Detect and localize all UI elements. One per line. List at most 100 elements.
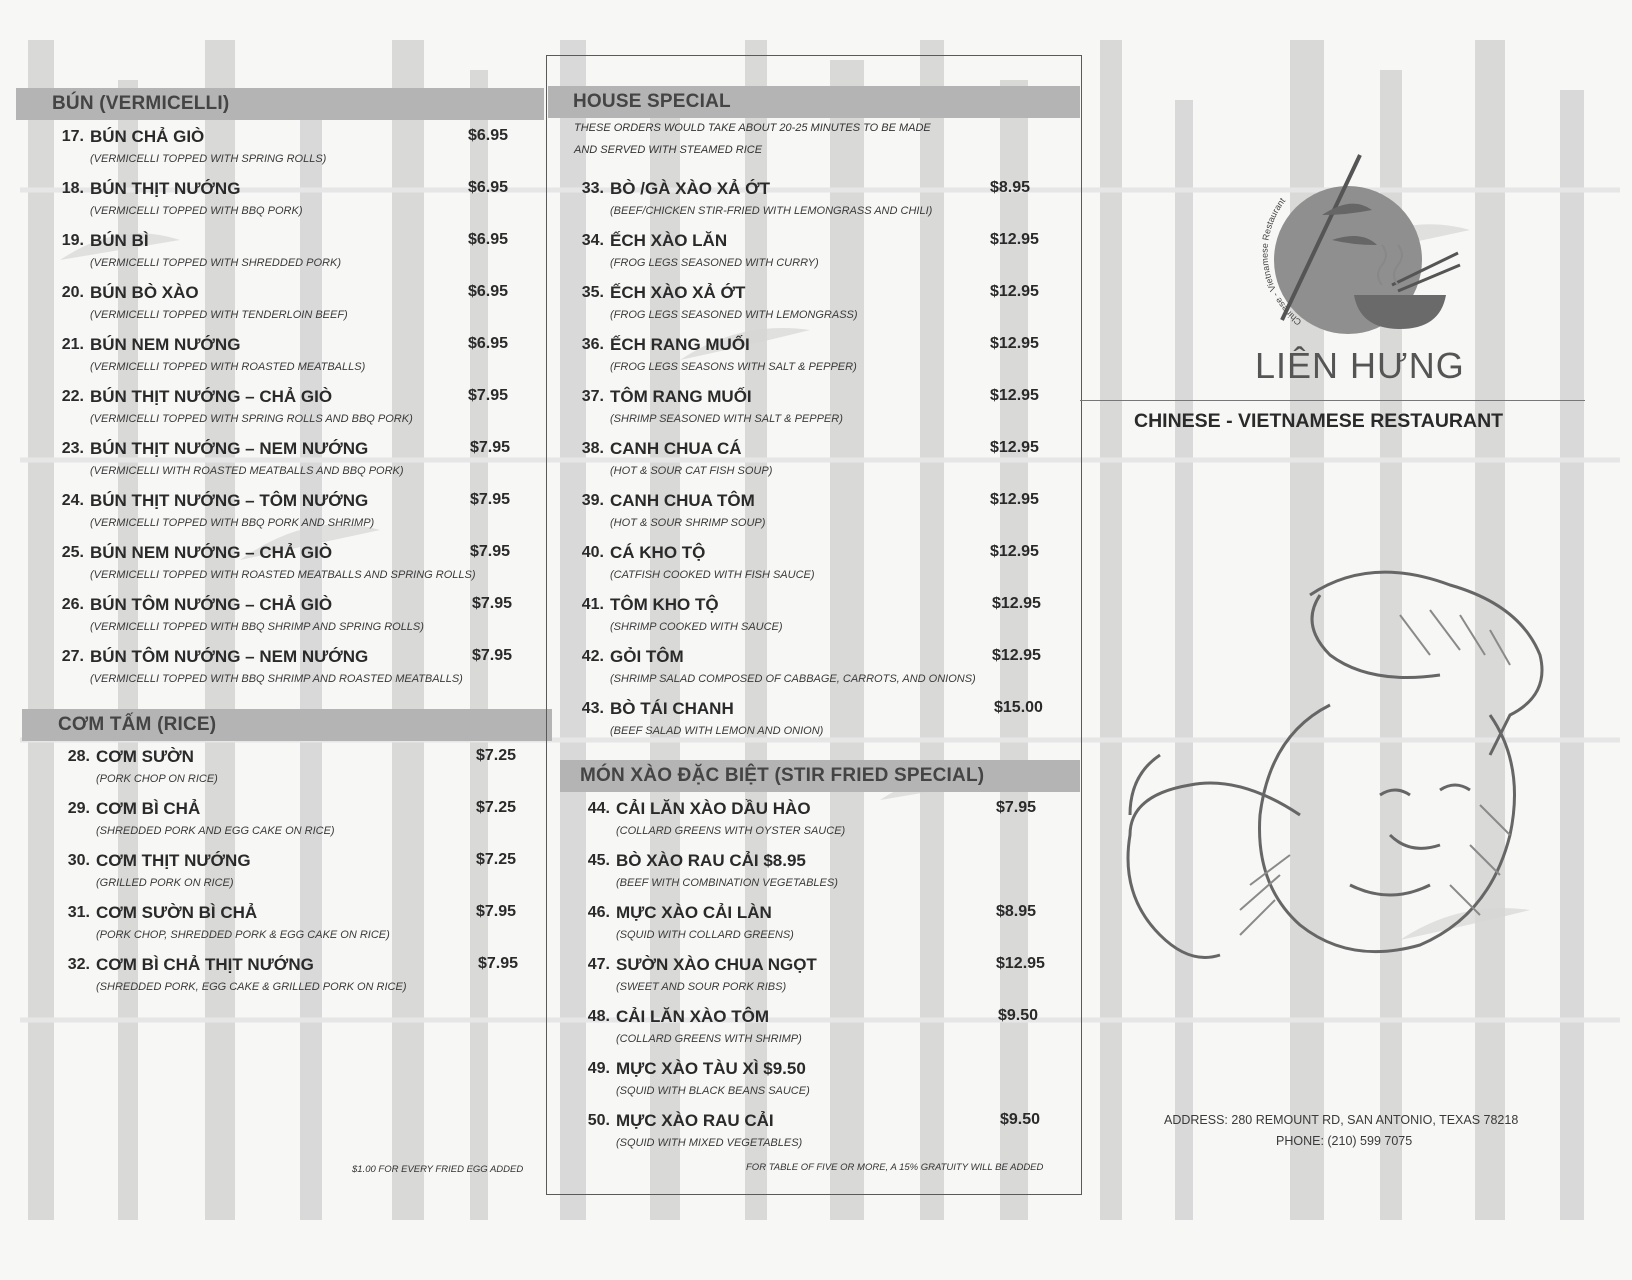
item-price: $6.95 — [468, 231, 509, 248]
item-description: (SHREDDED PORK AND EGG CAKE ON RICE) — [96, 825, 335, 837]
item-number: 19. — [61, 232, 84, 249]
item-name: BÚN THỊT NƯỚNG – TÔM NƯỚNG — [90, 491, 369, 510]
item-number: 27. — [61, 648, 84, 665]
menu-item: 44. CẢI LĂN XÀO DẦU HÀO (COLLARD GREENS … — [576, 799, 1076, 852]
item-number: 29. — [67, 800, 90, 817]
item-number: 39. — [581, 492, 604, 509]
menu-item: 36. ẾCH RANG MUỐI (FROG LEGS SEASONS WIT… — [570, 335, 1070, 388]
item-name: MỰC XÀO TÀU XÌ $9.50 — [616, 1059, 806, 1078]
item-number: 18. — [61, 180, 84, 197]
item-price: $12.95 — [990, 283, 1039, 300]
rice-bowl-icon — [1354, 251, 1461, 329]
item-name: CƠM BÌ CHẢ THỊT NƯỚNG — [96, 955, 314, 974]
item-name: CƠM THỊT NƯỚNG — [96, 851, 251, 870]
menu-item: 38. CANH CHUA CÁ (HOT & SOUR CAT FISH SO… — [570, 439, 1070, 492]
stir-fried-menu-list: 44. CẢI LĂN XÀO DẦU HÀO (COLLARD GREENS … — [576, 799, 1076, 1170]
menu-item: 21. BÚN NEM NƯỚNG (VERMICELLI TOPPED WIT… — [50, 335, 520, 388]
item-number: 49. — [587, 1060, 610, 1077]
item-number: 35. — [581, 284, 604, 301]
item-number: 31. — [67, 904, 90, 921]
item-description: (VERMICELLI TOPPED WITH BBQ SHRIMP AND R… — [90, 673, 463, 685]
com-tam-menu-list: 28. CƠM SƯỜN (PORK CHOP ON RICE) $7.25 2… — [56, 747, 526, 1018]
item-number: 38. — [581, 440, 604, 457]
item-description: (BEEF WITH COMBINATION VEGETABLES) — [616, 877, 838, 889]
item-name: MỰC XÀO RAU CẢI — [616, 1111, 774, 1130]
menu-item: 34. ẾCH XÀO LĂN (FROG LEGS SEASONED WITH… — [570, 231, 1070, 284]
item-price: $6.95 — [468, 283, 509, 300]
item-description: (CATFISH COOKED WITH FISH SAUCE) — [610, 569, 815, 581]
menu-item: 29. CƠM BÌ CHẢ (SHREDDED PORK AND EGG CA… — [56, 799, 526, 852]
item-description: (SHRIMP SEASONED WITH SALT & PEPPER) — [610, 413, 843, 425]
item-name: CÁ KHO TỘ — [610, 543, 706, 562]
item-price: $7.95 — [476, 903, 517, 920]
menu-item: 42. GỎI TÔM (SHRIMP SALAD COMPOSED OF CA… — [570, 647, 1070, 700]
item-name: BÒ /GÀ XÀO XẢ ỚT — [610, 179, 770, 198]
item-number: 37. — [581, 388, 604, 405]
item-name: ẾCH RANG MUỐI — [610, 335, 750, 354]
item-price: $7.95 — [470, 543, 511, 560]
item-price: $6.95 — [468, 179, 509, 196]
steam-icon — [1377, 244, 1403, 286]
item-number: 34. — [581, 232, 604, 249]
item-price: $7.95 — [478, 955, 519, 972]
item-description: (VERMICELLI TOPPED WITH BBQ PORK AND SHR… — [90, 517, 375, 529]
section-header-house-special: HOUSE SPECIAL — [548, 86, 1080, 118]
menu-item: 39. CANH CHUA TÔM (HOT & SOUR SHRIMP SOU… — [570, 491, 1070, 544]
menu-item: 28. CƠM SƯỜN (PORK CHOP ON RICE) $7.25 — [56, 747, 526, 800]
item-number: 22. — [61, 388, 84, 405]
item-price: $12.95 — [990, 335, 1039, 352]
bamboo-stalk-icon — [1280, 154, 1362, 321]
item-name: BÒ XÀO RAU CẢI $8.95 — [616, 851, 806, 870]
menu-item: 25. BÚN NEM NƯỚNG – CHẢ GIÒ (VERMICELLI … — [50, 543, 520, 596]
menu-item: 23. BÚN THỊT NƯỚNG – NEM NƯỚNG (VERMICEL… — [50, 439, 520, 492]
item-number: 17. — [61, 128, 84, 145]
item-description: (FROG LEGS SEASONED WITH LEMONGRASS) — [610, 309, 858, 321]
menu-item: 32. CƠM BÌ CHẢ THỊT NƯỚNG (SHREDDED PORK… — [56, 955, 526, 1008]
item-price: $12.95 — [992, 595, 1041, 612]
restaurant-phone: PHONE: (210) 599 7075 — [1276, 1134, 1413, 1148]
intro-line: THESE ORDERS WOULD TAKE ABOUT 20-25 MINU… — [574, 122, 931, 134]
menu-item: 45. BÒ XÀO RAU CẢI $8.95 (BEEF WITH COMB… — [576, 851, 1076, 904]
item-name: BÚN TÔM NƯỚNG – NEM NƯỚNG — [90, 647, 369, 666]
item-name: BÒ TÁI CHANH — [610, 699, 734, 718]
item-price: $12.95 — [990, 491, 1039, 508]
item-description: (VERMICELLI TOPPED WITH SHREDDED PORK) — [90, 257, 341, 269]
item-number: 46. — [587, 904, 610, 921]
item-name: CANH CHUA TÔM — [610, 491, 755, 510]
item-number: 23. — [61, 440, 84, 457]
item-name: CƠM SƯỜN BÌ CHẢ — [96, 903, 258, 922]
house-special-intro: THESE ORDERS WOULD TAKE ABOUT 20-25 MINU… — [574, 117, 1074, 161]
section-header-bun: BÚN (VERMICELLI) — [16, 88, 544, 120]
item-number: 26. — [61, 596, 84, 613]
item-price: $7.25 — [476, 747, 517, 764]
item-description: (COLLARD GREENS WITH SHRIMP) — [616, 1033, 802, 1045]
menu-item: 26. BÚN TÔM NƯỚNG – CHẢ GIÒ (VERMICELLI … — [50, 595, 520, 648]
menu-item: 20. BÚN BÒ XÀO (VERMICELLI TOPPED WITH T… — [50, 283, 520, 336]
menu-item: 22. BÚN THỊT NƯỚNG – CHẢ GIÒ (VERMICELLI… — [50, 387, 520, 440]
item-number: 47. — [587, 956, 610, 973]
item-description: (HOT & SOUR CAT FISH SOUP) — [610, 465, 773, 477]
item-price: $15.00 — [994, 699, 1043, 716]
item-description: (SQUID WITH MIXED VEGETABLES) — [616, 1137, 803, 1149]
item-description: (VERMICELLI TOPPED WITH SPRING ROLLS) — [90, 153, 327, 165]
item-description: (FROG LEGS SEASONS WITH SALT & PEPPER) — [610, 361, 857, 373]
menu-item: 27. BÚN TÔM NƯỚNG – NEM NƯỚNG (VERMICELL… — [50, 647, 520, 700]
menu-item: 47. SƯỜN XÀO CHUA NGỌT (SWEET AND SOUR P… — [576, 955, 1076, 1008]
item-description: (BEEF/CHICKEN STIR-FRIED WITH LEMONGRASS… — [610, 205, 933, 217]
fried-egg-footnote: $1.00 FOR EVERY FRIED EGG ADDED — [352, 1164, 524, 1175]
item-name: CANH CHUA CÁ — [610, 439, 742, 458]
section-header-stir-fried-special: MÓN XÀO ĐẶC BIỆT (STIR FRIED SPECIAL) — [560, 760, 1080, 792]
item-name: BÚN BÌ — [90, 231, 149, 250]
item-description: (VERMICELLI TOPPED WITH SPRING ROLLS AND… — [90, 413, 413, 425]
item-number: 43. — [581, 700, 604, 717]
restaurant-address: ADDRESS: 280 REMOUNT RD, SAN ANTONIO, TE… — [1164, 1113, 1519, 1127]
menu-item: 49. MỰC XÀO TÀU XÌ $9.50 (SQUID WITH BLA… — [576, 1059, 1076, 1112]
item-name: BÚN NEM NƯỚNG – CHẢ GIÒ — [90, 543, 333, 562]
item-price: $7.25 — [476, 799, 517, 816]
item-name: BÚN TÔM NƯỚNG – CHẢ GIÒ — [90, 595, 333, 614]
item-price: $7.95 — [472, 647, 513, 664]
item-description: (GRILLED PORK ON RICE) — [96, 877, 234, 889]
item-name: BÚN NEM NƯỚNG — [90, 335, 241, 354]
item-description: (VERMICELLI TOPPED WITH ROASTED MEATBALL… — [90, 569, 476, 581]
